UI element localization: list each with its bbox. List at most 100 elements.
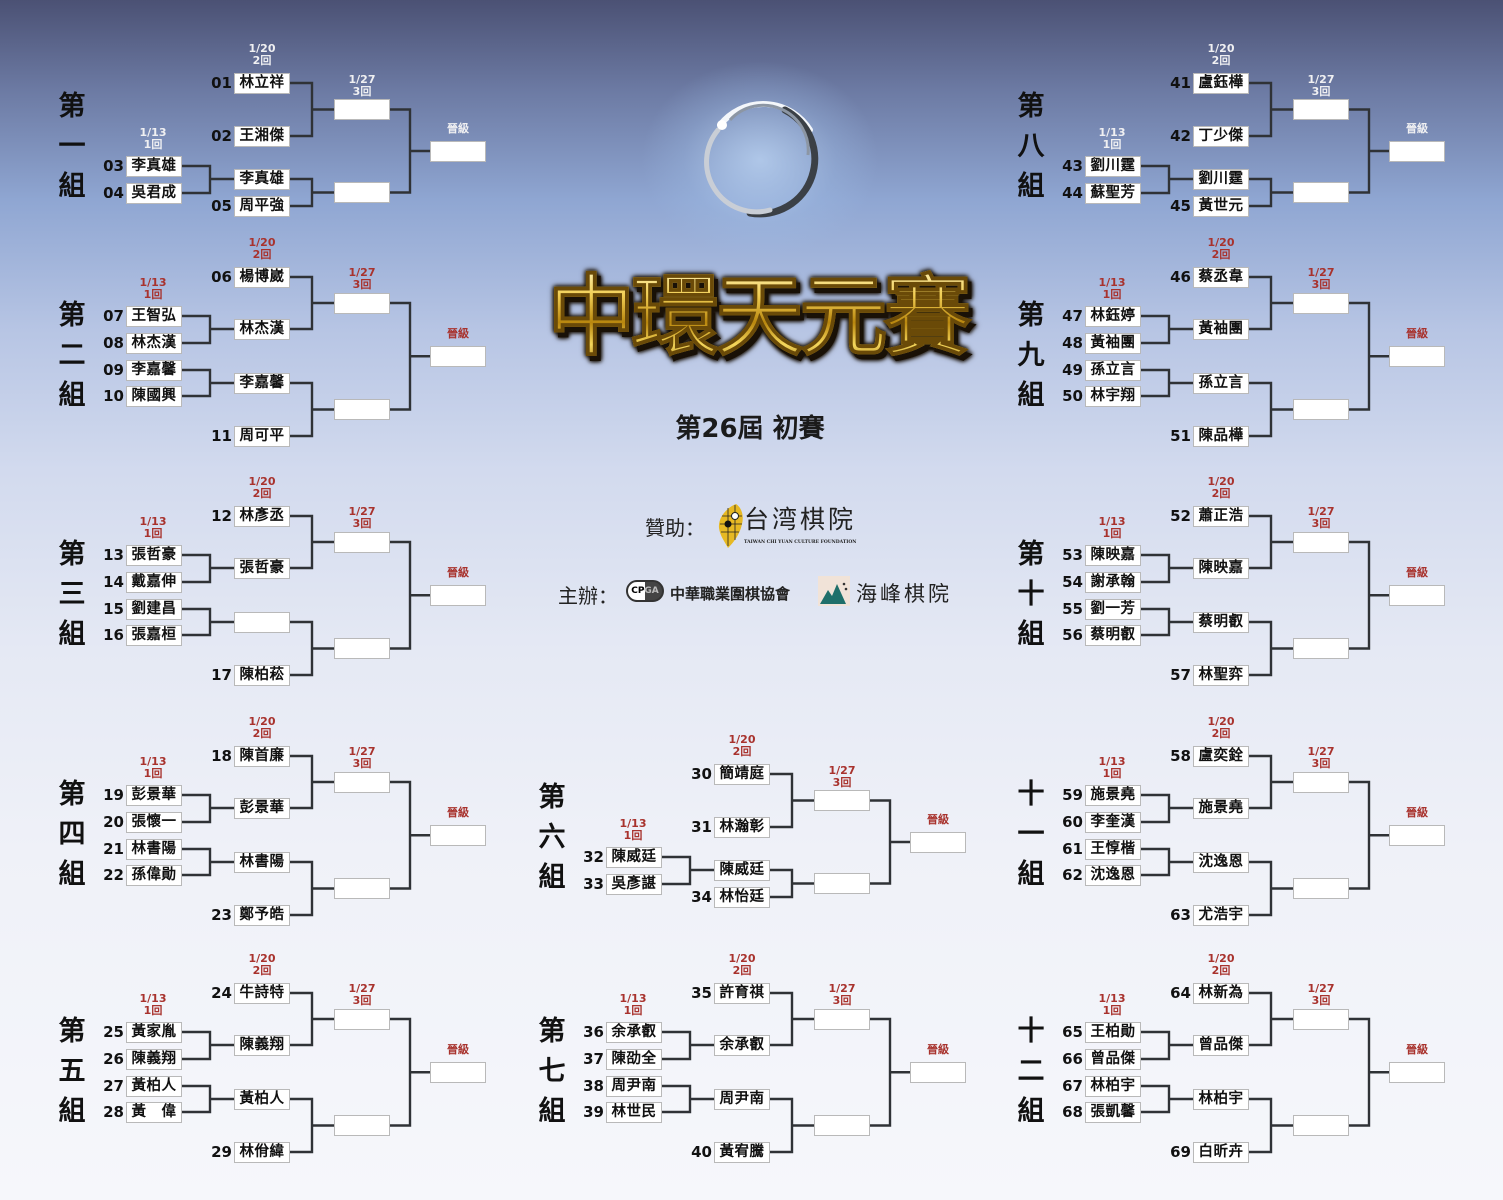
round3-slot-box[interactable] [814, 873, 870, 894]
player-box[interactable]: 楊博崴 [234, 266, 290, 288]
player-box[interactable]: 王惇楷 [1085, 838, 1141, 860]
player-box[interactable]: 陳品樺 [1193, 425, 1249, 447]
round1-winner-box[interactable]: 施景堯 [1193, 797, 1249, 819]
round3-slot-box[interactable] [814, 1008, 870, 1030]
player-box[interactable]: 陳國興 [126, 385, 182, 407]
player-box[interactable]: 林書陽 [126, 838, 182, 860]
player-box[interactable]: 簡靖庭 [714, 763, 770, 785]
player-box[interactable]: 戴嘉伸 [126, 571, 182, 593]
player-box[interactable]: 李嘉馨 [126, 359, 182, 381]
round3-slot-box[interactable] [1293, 531, 1349, 553]
round1-winner-box[interactable]: 林杰漢 [234, 318, 290, 340]
round1-winner-box[interactable]: 陳義翔 [234, 1034, 290, 1056]
player-box[interactable]: 張嘉桓 [126, 624, 182, 646]
player-box[interactable]: 尤浩宇 [1193, 904, 1249, 926]
player-box[interactable]: 孫立言 [1085, 359, 1141, 381]
round3-slot-box[interactable] [334, 638, 390, 659]
player-box[interactable]: 曾品傑 [1085, 1048, 1141, 1070]
round3-slot-box[interactable] [1293, 1115, 1349, 1136]
advance-slot-box[interactable] [1389, 140, 1445, 162]
round1-winner-box[interactable]: 沈逸恩 [1193, 851, 1249, 873]
round3-slot-box[interactable] [1293, 638, 1349, 659]
player-box[interactable]: 沈逸恩 [1085, 864, 1141, 886]
round1-winner-box[interactable]: 林書陽 [234, 851, 290, 873]
player-box[interactable]: 彭景華 [126, 784, 182, 806]
round3-slot-box[interactable] [814, 1115, 870, 1136]
player-box[interactable]: 林佾緯 [234, 1141, 290, 1163]
advance-slot-box[interactable] [910, 831, 966, 853]
player-box[interactable]: 蕭正浩 [1193, 505, 1249, 527]
player-box[interactable]: 蘇聖芳 [1085, 182, 1141, 204]
round1-winner-box[interactable]: 李嘉馨 [234, 372, 290, 394]
player-box[interactable]: 林鈺婷 [1085, 305, 1141, 327]
player-box[interactable]: 吳君成 [126, 182, 182, 204]
player-box[interactable]: 王湘傑 [234, 125, 290, 147]
player-box[interactable]: 林新為 [1193, 982, 1249, 1004]
round1-winner-box[interactable]: 劉川霆 [1193, 168, 1249, 190]
player-box[interactable]: 吳彥諶 [606, 873, 662, 895]
round1-winner-box[interactable]: 周尹南 [714, 1088, 770, 1110]
player-box[interactable]: 蔡明叡 [1085, 624, 1141, 646]
player-box[interactable]: 陳柏菘 [234, 664, 290, 686]
advance-slot-box[interactable] [430, 584, 486, 606]
round3-slot-box[interactable] [1293, 771, 1349, 793]
round3-slot-box[interactable] [1293, 182, 1349, 203]
player-box[interactable]: 林彥丞 [234, 505, 290, 527]
player-box[interactable]: 黃家胤 [126, 1021, 182, 1043]
round3-slot-box[interactable] [1293, 399, 1349, 420]
player-box[interactable]: 盧鈺樺 [1193, 72, 1249, 94]
round1-winner-box[interactable]: 林柏宇 [1193, 1088, 1249, 1110]
player-box[interactable]: 謝承翰 [1085, 571, 1141, 593]
round3-slot-box[interactable] [334, 1115, 390, 1136]
round3-slot-box[interactable] [1293, 1008, 1349, 1030]
round1-winner-box[interactable]: 陳威廷 [714, 859, 770, 881]
round3-slot-box[interactable] [1293, 292, 1349, 314]
round3-slot-box[interactable] [1293, 878, 1349, 899]
advance-slot-box[interactable] [430, 1061, 486, 1083]
player-box[interactable]: 陳劭全 [606, 1048, 662, 1070]
player-box[interactable]: 王智弘 [126, 305, 182, 327]
advance-slot-box[interactable] [1389, 345, 1445, 367]
player-box[interactable]: 黃袖團 [1085, 332, 1141, 354]
player-box[interactable]: 林世民 [606, 1101, 662, 1123]
player-box[interactable]: 鄭予皓 [234, 904, 290, 926]
player-box[interactable]: 余承叡 [606, 1021, 662, 1043]
round3-slot-box[interactable] [1293, 99, 1349, 120]
player-box[interactable]: 王柏勛 [1085, 1021, 1141, 1043]
advance-slot-box[interactable] [1389, 584, 1445, 606]
player-box[interactable]: 劉川霆 [1085, 155, 1141, 177]
round1-winner-box[interactable]: 蔡明叡 [1193, 611, 1249, 633]
player-box[interactable]: 林杰漢 [126, 332, 182, 354]
player-box[interactable]: 丁少傑 [1193, 125, 1249, 147]
player-box[interactable]: 劉建昌 [126, 598, 182, 620]
player-box[interactable]: 周可平 [234, 425, 290, 447]
advance-slot-box[interactable] [430, 824, 486, 846]
round1-winner-box[interactable]: 曾品傑 [1193, 1034, 1249, 1056]
player-box[interactable]: 牛詩特 [234, 982, 290, 1004]
player-box[interactable]: 陳首廉 [234, 745, 290, 767]
player-box[interactable]: 陳義翔 [126, 1048, 182, 1070]
player-box[interactable]: 張哲豪 [126, 544, 182, 566]
player-box[interactable]: 林瀚彰 [714, 816, 770, 838]
player-box[interactable]: 蔡丞韋 [1193, 266, 1249, 288]
advance-slot-box[interactable] [1389, 1061, 1445, 1083]
player-box[interactable]: 林柏宇 [1085, 1075, 1141, 1097]
round3-slot-box[interactable] [334, 531, 390, 553]
round3-slot-box[interactable] [334, 878, 390, 899]
round3-slot-box[interactable] [334, 771, 390, 793]
round1-winner-box[interactable]: 張哲豪 [234, 557, 290, 579]
round1-winner-box[interactable]: 陳映嘉 [1193, 557, 1249, 579]
round1-winner-box[interactable]: 彭景華 [234, 797, 290, 819]
round1-winner-box[interactable]: 余承叡 [714, 1034, 770, 1056]
player-box[interactable]: 林宇翔 [1085, 385, 1141, 407]
advance-slot-box[interactable] [430, 140, 486, 162]
player-box[interactable]: 周尹南 [606, 1075, 662, 1097]
player-box[interactable]: 林聖弈 [1193, 664, 1249, 686]
player-box[interactable]: 黃宥騰 [714, 1141, 770, 1163]
player-box[interactable]: 許育祺 [714, 982, 770, 1004]
round1-winner-box[interactable]: 孫立言 [1193, 372, 1249, 394]
round3-slot-box[interactable] [334, 182, 390, 203]
player-box[interactable]: 白昕卉 [1193, 1141, 1249, 1163]
round3-slot-box[interactable] [334, 1008, 390, 1030]
round3-slot-box[interactable] [814, 790, 870, 811]
